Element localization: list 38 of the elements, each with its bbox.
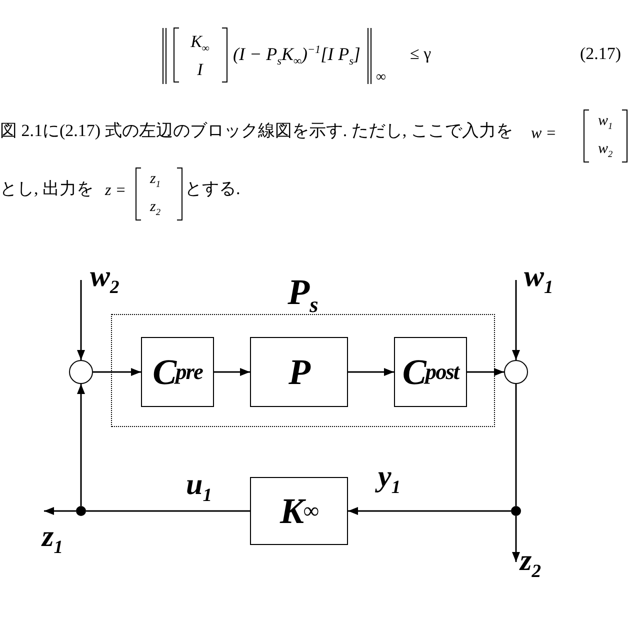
vector-name: w = [531, 124, 556, 144]
signal-line [515, 384, 517, 506]
signal-label: z$_{1}$ [42, 522, 63, 552]
arrow [348, 507, 511, 515]
vector-name: z = [105, 181, 126, 200]
arrow [214, 368, 250, 376]
arrow [512, 516, 520, 562]
vector-entry: z$_{1}$ [150, 170, 160, 188]
sentence-text: 図 2.1に(2.17) 式の左辺のブロック線図を示す. ただし, ここで入力を [0, 121, 513, 142]
norm-subscript: ∞ [376, 70, 386, 87]
summing-junction [69, 360, 93, 384]
arrow [512, 280, 520, 360]
junction-dot [511, 506, 521, 516]
junction-dot [76, 506, 86, 516]
matrix-entry: K$_{∞}$ [190, 32, 210, 52]
arrow [93, 368, 141, 376]
summing-junction [504, 360, 528, 384]
signal-line [86, 510, 250, 512]
signal-label: z$_{2}$ [520, 546, 541, 576]
arrow [77, 280, 85, 360]
arrow [77, 384, 85, 506]
arrow [44, 507, 76, 515]
signal-label: w$_{2}$ [90, 262, 120, 292]
signal-label: u$_{1}$ [186, 470, 212, 500]
matrix-entry: I [197, 60, 203, 80]
sentence-text: とし, 出力を [0, 179, 94, 200]
equation-number: (2.17) [580, 44, 622, 64]
sentence-text: とする. [185, 179, 240, 200]
vector-entry: z$_{2}$ [150, 198, 160, 216]
vector-entry: w$_{1}$ [598, 112, 613, 130]
arrow [467, 368, 504, 376]
signal-label: w$_{1}$ [524, 262, 554, 292]
arrow [348, 368, 394, 376]
block-box: P [250, 337, 348, 407]
vector-entry: w$_{2}$ [598, 140, 613, 158]
group-title: P$_{s}$ [288, 274, 318, 310]
inequality-text: ≤ γ [410, 44, 432, 64]
equation-text: (I − P$_{s}$K$_{∞}$)$^{−1}$[I P$_{s}$] [233, 44, 360, 66]
